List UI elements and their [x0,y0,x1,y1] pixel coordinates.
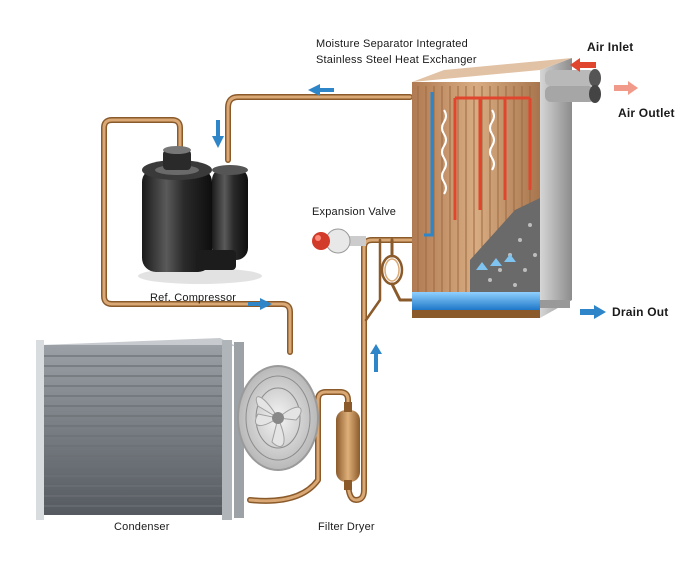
condenser-label: Condenser [114,521,170,533]
refrigerant-piping [101,94,415,504]
flow-arrow-down-compressor [212,120,224,148]
ref-compressor-label: Ref. Compressor [150,292,237,304]
condenser-fan [237,365,319,471]
drain-out-arrow [580,305,606,319]
filter-dryer-label: Filter Dryer [318,521,375,533]
heat-exchanger [412,58,601,318]
air-outlet-arrow [614,81,638,95]
flow-arrow-right-compressor [248,298,272,310]
air-outlet-label: Air Outlet [618,106,675,120]
cold-refrigerant-path [424,92,434,237]
condenser [36,338,244,520]
suction-pipe [225,94,413,163]
air-ports [545,69,601,103]
flow-arrow-left-top [308,84,334,96]
expansion-valve [312,228,366,254]
air-inlet-arrow [570,58,596,72]
heat-exchanger-label-line2: Stainless Steel Heat Exchanger [316,54,477,66]
filter-dryer [336,402,360,490]
moisture-separator-media [470,198,540,292]
hot-air-path [453,96,532,220]
ref-compressor [138,146,262,284]
heat-exchanger-label-line1: Moisture Separator Integrated [316,38,468,50]
air-inlet-label: Air Inlet [587,40,634,54]
expansion-valve-label: Expansion Valve [312,206,397,218]
flow-arrows [212,84,606,372]
flow-arrow-up-riser [370,344,382,372]
drain-out-label: Drain Out [612,305,669,319]
condensate-water [412,292,540,310]
